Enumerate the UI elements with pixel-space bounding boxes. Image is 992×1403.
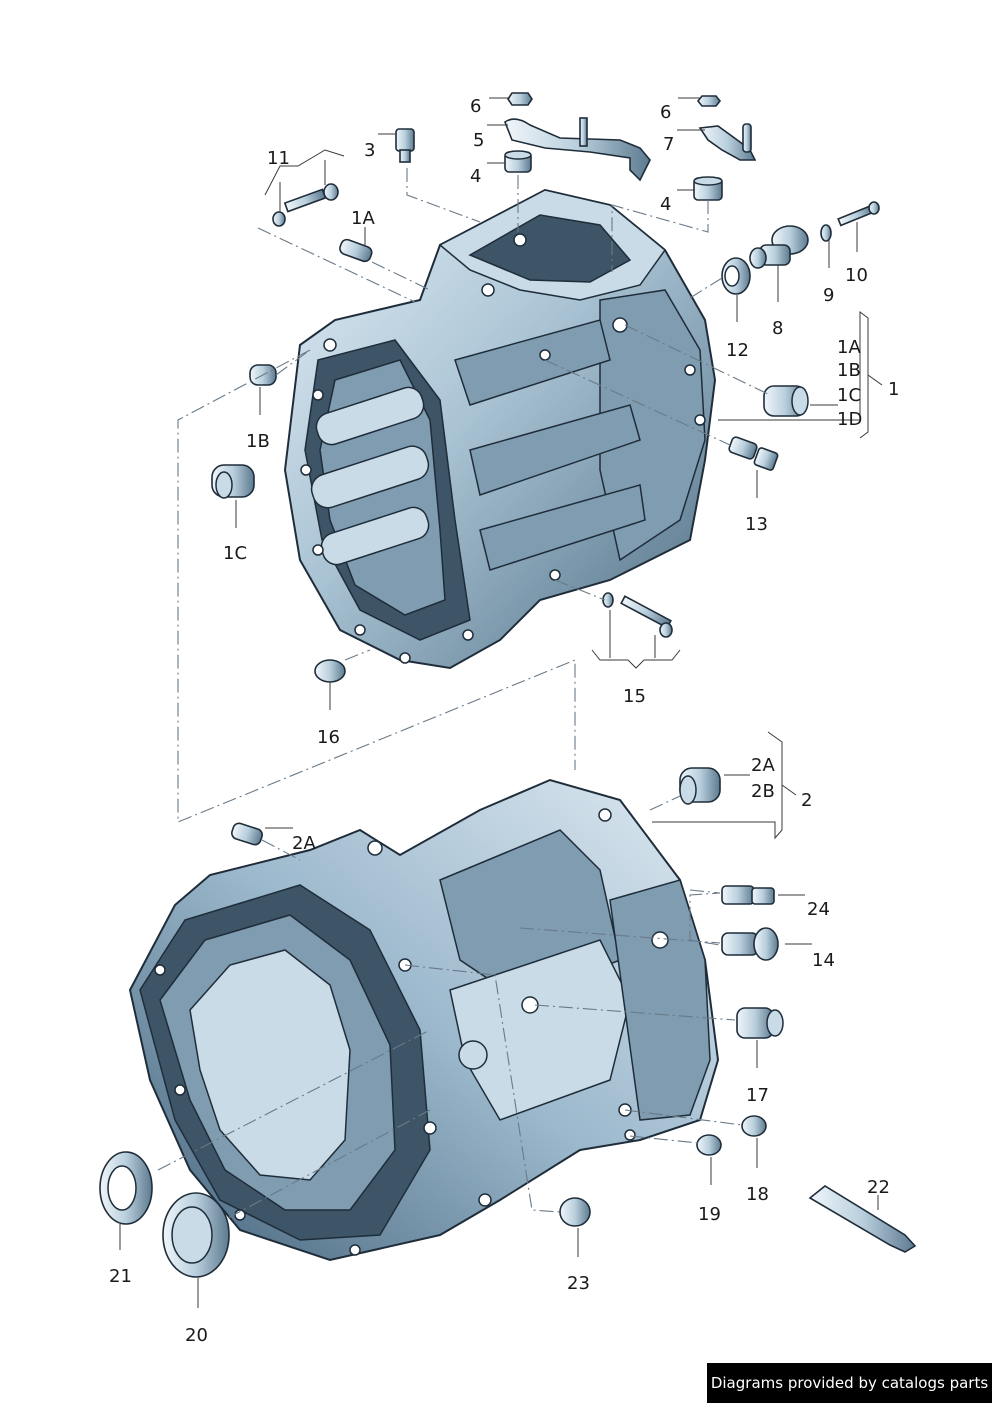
label-19: 19 [698,1204,721,1225]
lever-5 [504,118,651,182]
label-1C: 1C [223,543,247,564]
label-2A: 2A [292,833,316,854]
plug-17 [736,1007,784,1039]
label-24: 24 [807,899,830,920]
upper-gearbox-housing [283,188,717,670]
flange-8 [749,225,809,269]
label-group-2B: 2B [751,781,775,802]
dowel-1A [339,238,373,263]
label-16: 16 [317,727,340,748]
sender-13 [728,436,779,471]
lever-7 [698,125,757,161]
nut-6a [507,92,533,106]
label-7: 7 [663,134,674,155]
nut-6b [696,95,722,107]
small-parts [99,92,917,1278]
label-3: 3 [364,140,375,161]
plug-16 [314,659,346,683]
label-15: 15 [623,686,646,707]
label-group-1: 1 [888,379,899,400]
bolt-15 [602,592,673,638]
label-group-1A: 1A [837,337,861,358]
plug-23 [559,1197,591,1227]
label-group-1D: 1D [837,409,862,430]
label-group-2A: 2A [751,755,775,776]
label-20: 20 [185,1325,208,1346]
sealant-tube-22 [808,1185,917,1253]
label-18: 18 [746,1184,769,1205]
label-10: 10 [845,265,868,286]
label-22: 22 [867,1177,890,1198]
label-group-1B: 1B [837,360,861,381]
label-17: 17 [746,1085,769,1106]
label-group-1C: 1C [837,385,861,406]
label-9: 9 [823,285,834,306]
label-1B: 1B [246,431,270,452]
leader-lines [119,97,883,1308]
label-4b: 4 [660,194,671,215]
label-14: 14 [812,950,835,971]
sender-24 [721,885,775,905]
label-23: 23 [567,1273,590,1294]
assembly-lines [157,168,771,1219]
label-6a: 6 [470,96,481,117]
label-21: 21 [109,1266,132,1287]
label-4a: 4 [470,166,481,187]
label-1A: 1A [351,208,375,229]
screw-19 [696,1134,722,1156]
label-8: 8 [772,318,783,339]
label-6b: 6 [660,102,671,123]
label-5: 5 [473,130,484,151]
washer-9 [820,224,832,242]
plug-14 [721,927,779,961]
label-11: 11 [267,148,290,169]
dowel-2A [231,822,263,846]
attribution-banner: Diagrams provided by catalogs parts [707,1363,992,1403]
label-13: 13 [745,514,768,535]
label-12: 12 [726,340,749,361]
sender-3 [395,128,415,152]
lower-gearbox-housing [128,778,720,1262]
part-labels: 6 5 4 3 11 1A 6 7 4 10 9 8 12 1A 1B 1C 1… [109,96,899,1346]
bolt-11 [272,183,339,227]
screw-18 [741,1115,767,1137]
label-group-2: 2 [801,790,812,811]
